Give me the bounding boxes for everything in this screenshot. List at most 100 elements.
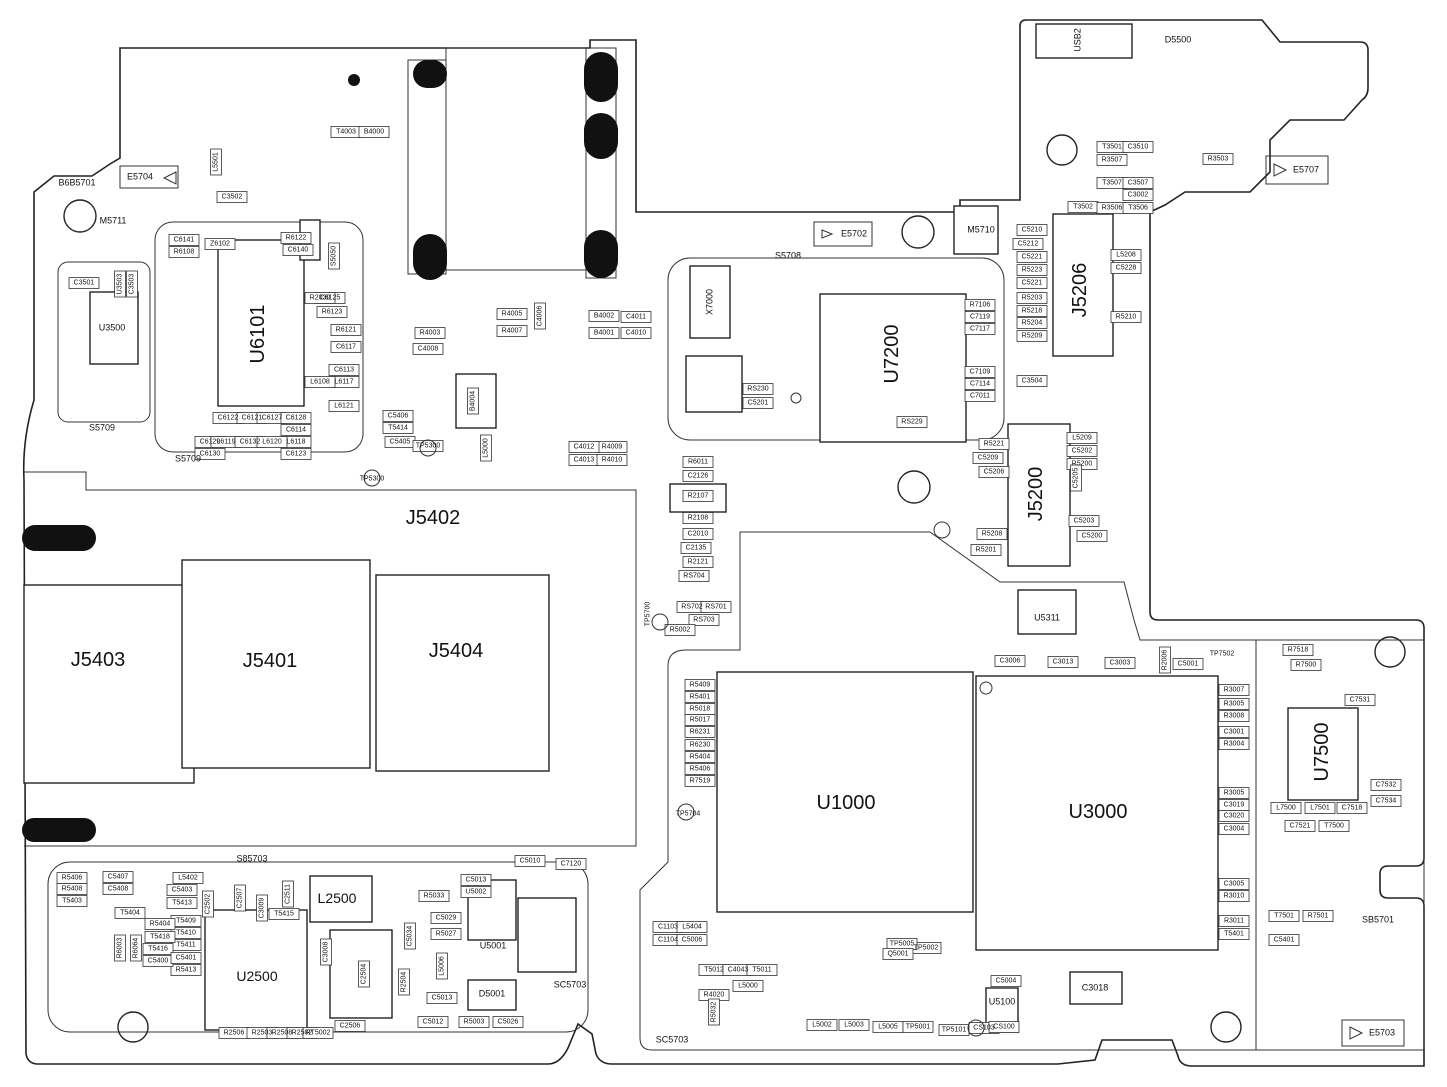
component-label: R2504	[400, 971, 408, 993]
component-label: C7531	[1349, 696, 1371, 704]
component-label: B4002	[593, 312, 615, 320]
label-d5500: D5500	[1164, 34, 1192, 45]
component-pad	[168, 234, 200, 246]
u5311-body	[1017, 589, 1077, 635]
component-pad	[280, 412, 312, 424]
usb2-body	[1035, 23, 1133, 59]
j5401-body	[181, 559, 371, 769]
component-pad	[964, 378, 996, 390]
j5402-outline	[24, 471, 637, 847]
component-pad	[1270, 802, 1302, 814]
label-l2500: L2500	[317, 890, 357, 906]
component-pad	[902, 1021, 934, 1033]
triangle-marker	[821, 229, 834, 239]
test-point	[419, 439, 437, 457]
component-pad	[1016, 264, 1048, 276]
component-label: R4010	[601, 456, 623, 464]
component-label: R2006	[1161, 649, 1169, 671]
component-label: R2508	[271, 1029, 293, 1037]
component-label: R2506	[223, 1029, 245, 1037]
component-label: L7500	[1276, 804, 1296, 812]
component-label: C5403	[171, 886, 193, 894]
component-pad	[320, 938, 332, 966]
component-label: L5000	[482, 438, 490, 458]
mount-hole	[1374, 636, 1406, 668]
component-label: R5401	[689, 693, 711, 701]
component-pad	[588, 310, 620, 322]
component-pad	[102, 871, 134, 883]
component-label: C7114	[969, 380, 991, 388]
triangle-marker	[1273, 163, 1288, 177]
component-pad	[684, 763, 716, 775]
component-pad	[700, 601, 732, 613]
component-pad	[430, 928, 462, 940]
component-label: R4003	[419, 329, 441, 337]
label-u7500: U7500	[1311, 722, 1333, 782]
component-label: C2507	[236, 887, 244, 909]
component-label: C5029	[435, 914, 457, 922]
label-usb2: USB2	[1072, 28, 1083, 52]
component-label: T5012	[704, 966, 724, 974]
component-label: R2030	[309, 294, 331, 302]
component-label: C5010	[519, 857, 541, 865]
component-label: C5004	[995, 977, 1017, 985]
component-label: C3503	[128, 273, 136, 295]
component-label: L5501	[212, 152, 220, 172]
component-pad	[1122, 189, 1154, 201]
component-pad	[1218, 710, 1250, 722]
component-label: C3006	[999, 657, 1021, 665]
component-label: C6117	[335, 343, 357, 351]
pad-black	[584, 52, 618, 102]
component-pad	[684, 714, 716, 726]
component-label: R5002	[669, 626, 691, 634]
component-label: C2504	[360, 963, 368, 985]
component-label: C7117	[969, 325, 991, 333]
component-pad	[358, 960, 370, 988]
component-pad	[1016, 330, 1048, 342]
label-b6b5701: B6B5701	[58, 177, 96, 188]
component-label: T3501	[1102, 143, 1122, 151]
component-pad	[144, 931, 176, 943]
component-label: C5405	[389, 438, 411, 446]
component-pad	[430, 912, 462, 924]
component-label: C7109	[969, 368, 991, 376]
component-pad	[1218, 915, 1250, 927]
component-pad	[1070, 464, 1082, 492]
board-outline	[22, 19, 1425, 1067]
component-label: R5204	[1021, 319, 1043, 327]
component-pad	[1202, 153, 1234, 165]
component-label: C4011	[625, 313, 647, 321]
component-pad	[676, 934, 708, 946]
component-label: C7119	[969, 313, 991, 321]
component-pad	[334, 1020, 366, 1032]
label-tp5704: TP5704	[675, 810, 701, 818]
label-j5200: J5200	[1025, 466, 1047, 522]
component-label: R5409	[689, 681, 711, 689]
label-j5206: J5206	[1069, 262, 1091, 318]
test-point	[677, 803, 695, 821]
component-label: T5411	[176, 941, 196, 949]
component-pad	[976, 528, 1008, 540]
pad-black	[22, 818, 96, 842]
component-label: R6064	[132, 937, 140, 959]
label-sc5703: SC5703	[655, 1034, 689, 1045]
label-s5708: S5708	[774, 250, 802, 261]
component-pad	[256, 894, 268, 922]
component-label: R6108	[173, 248, 195, 256]
component-pad	[555, 858, 587, 870]
component-label: C6123	[285, 450, 307, 458]
component-label: R2108	[687, 514, 709, 522]
component-pad	[68, 277, 100, 289]
component-pad	[964, 299, 996, 311]
component-pad	[194, 448, 226, 460]
component-label: TP5001	[905, 1023, 931, 1031]
component-label: C5406	[387, 412, 409, 420]
component-pad	[436, 952, 448, 980]
label-e5704: E5704	[126, 171, 154, 182]
u3500-body	[89, 291, 139, 365]
component-pad	[414, 327, 446, 339]
label-e5707: E5707	[1292, 164, 1320, 175]
component-pad	[170, 952, 202, 964]
component-label: C3002	[1127, 191, 1149, 199]
